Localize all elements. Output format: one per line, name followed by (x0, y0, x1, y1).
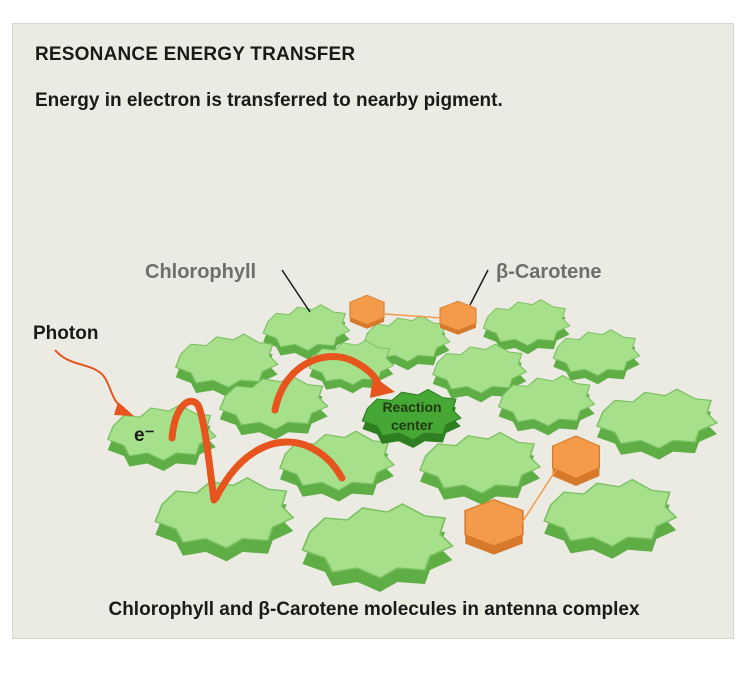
photon-path (54, 349, 125, 409)
chlorophyll-molecule (552, 329, 641, 385)
carotene-leader-line (469, 269, 489, 306)
carotene-molecule (349, 294, 385, 329)
reaction-center-label-line1: Reaction (382, 399, 441, 415)
carotene-link (384, 313, 443, 319)
carotene-molecule (551, 435, 601, 486)
photon-label: Photon (33, 323, 98, 344)
figure-caption: Chlorophyll and β-Carotene molecules in … (108, 599, 640, 620)
carotene-link (520, 469, 557, 525)
figure-subtitle: Energy in electron is transferred to nea… (35, 90, 503, 111)
carotene-molecules (349, 294, 601, 555)
chlorophyll-molecule (419, 431, 541, 505)
chlorophyll-molecule (301, 503, 454, 592)
transfer-arrow-3 (271, 353, 382, 414)
carotene-molecule (439, 300, 477, 335)
carotene-molecule (464, 498, 524, 555)
chlorophyll-molecule (154, 476, 295, 562)
chlorophyll-molecule (596, 388, 718, 460)
figure-title: RESONANCE ENERGY TRANSFER (35, 44, 356, 65)
photon-arrowhead (114, 402, 134, 416)
carotene-label: β-Carotene (496, 261, 602, 283)
reaction-center-label-line2: center (391, 417, 434, 433)
electron-label: e⁻ (134, 425, 155, 446)
chlorophyll-leader-line (281, 269, 311, 313)
energy-transfer-arrows (168, 353, 382, 504)
chlorophyll-label: Chlorophyll (145, 261, 256, 283)
transfer-arrow-1 (168, 397, 218, 504)
chlorophyll-molecule (543, 478, 678, 559)
transfer-arrow-2 (212, 438, 346, 502)
transfer-arrowhead (370, 376, 395, 398)
